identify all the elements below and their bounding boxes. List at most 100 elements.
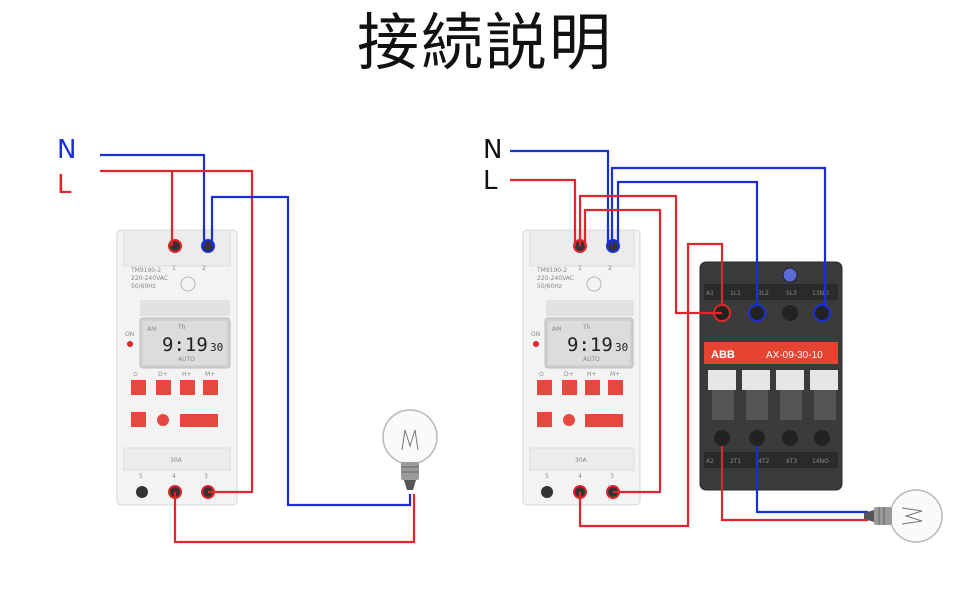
- day-plus-button[interactable]: [156, 380, 171, 395]
- bottom-term-2t1: 2T1: [730, 458, 741, 465]
- right-diagram: N L TM9190-2 220-240VAC 50/60Hz 1 2 ON A…: [483, 135, 943, 543]
- timer-terminal-5: 5: [139, 473, 143, 480]
- live-label: L: [57, 170, 72, 200]
- clock-button[interactable]: [537, 412, 552, 427]
- live-to-terminal-3-wire: [100, 169, 254, 494]
- current-rating: 30A: [170, 457, 183, 464]
- bottom-term-14no: 14NO: [812, 458, 829, 465]
- power-button[interactable]: [537, 380, 552, 395]
- contactor-bottom-terminal-2: [749, 430, 765, 446]
- timer-voltage: 220-240VAC: [131, 275, 168, 282]
- contactor-bottom-terminal-4: [814, 430, 830, 446]
- on-indicator-led: [127, 341, 133, 347]
- top-term-3l2: 3L2: [758, 290, 769, 297]
- coil-symbol: [180, 276, 196, 292]
- contactor-indicator: [782, 267, 798, 283]
- bottom-term-a2: A2: [706, 458, 714, 465]
- timer-terminal-1: 1: [578, 265, 582, 272]
- contactor-top-terminal-4: [813, 304, 831, 322]
- on-label: ON: [125, 331, 134, 338]
- neutral-to-timer-wire: [510, 149, 610, 246]
- btn-label-day: D+: [158, 371, 168, 378]
- timer-terminal-2: 2: [608, 265, 612, 272]
- timer-terminal-1: 1: [172, 265, 176, 272]
- btn-label-hour: H+: [182, 371, 192, 378]
- terminal-1-screw: [168, 239, 182, 253]
- neutral-to-lamp-wire: [210, 195, 412, 507]
- coil-symbol: [586, 276, 602, 292]
- contactor-top-terminal-3: [782, 305, 798, 321]
- lcd-ampm: AM: [147, 326, 156, 333]
- timer-switch: TM9190-2 220-240VAC 50/60Hz 1 2 ON AM Th…: [522, 229, 641, 506]
- btn-label-power: ⏻: [539, 371, 544, 378]
- timer-terminal-3: 3: [610, 473, 614, 480]
- btn-label-day: D+: [564, 371, 574, 378]
- top-term-13no: 13NO: [812, 290, 829, 297]
- reset-button[interactable]: [563, 414, 575, 426]
- page-title: 接続説明: [356, 6, 613, 79]
- neutral-to-timer-wire: [100, 153, 206, 246]
- terminal-5-screw: [136, 486, 148, 498]
- current-rating: 30A: [575, 457, 588, 464]
- lcd-mode: AUTO: [583, 356, 600, 363]
- lcd-time: 9:19: [162, 334, 208, 356]
- lcd-time: 9:19: [567, 334, 613, 356]
- btn-label-hour: H+: [587, 371, 597, 378]
- lcd-seconds: 30: [615, 341, 628, 354]
- lcd-day: Th: [177, 324, 186, 331]
- switched-live-to-a1-wire: [578, 242, 724, 528]
- brand-strip: [704, 342, 838, 364]
- minute-plus-button[interactable]: [203, 380, 218, 395]
- neutral-to-contactor-3l2-wire: [616, 180, 759, 305]
- minute-plus-button[interactable]: [608, 380, 623, 395]
- contactor-bottom-terminal-1: [714, 430, 730, 446]
- timer-model: TM9190-2: [536, 267, 567, 274]
- live-label: L: [483, 166, 498, 196]
- lcd-day: Th: [582, 324, 591, 331]
- btn-label-minute: M+: [205, 371, 215, 378]
- lcd-mode: AUTO: [178, 356, 195, 363]
- top-term-5l3: 5L3: [786, 290, 797, 297]
- reset-button[interactable]: [157, 414, 169, 426]
- manual-button[interactable]: [585, 414, 623, 427]
- brand-name: ABB: [711, 349, 735, 361]
- contactor-model: AX-09-30-10: [766, 350, 823, 361]
- left-wires: [100, 153, 416, 544]
- manual-button[interactable]: [180, 414, 218, 427]
- timer-terminal-4: 4: [578, 473, 582, 480]
- contactor: A1 1L1 3L2 5L3 13NO ABB AX-09-30-10: [699, 261, 843, 491]
- timer-terminal-4: 4: [172, 473, 176, 480]
- neutral-label: N: [483, 135, 502, 165]
- switched-live-to-lamp-wire: [173, 492, 416, 544]
- top-term-1l1: 1L1: [730, 290, 741, 297]
- live-to-terminal-1-wire: [510, 178, 577, 246]
- light-bulb-icon: [382, 409, 438, 490]
- timer-frequency: 50/60Hz: [537, 283, 562, 290]
- on-label: ON: [531, 331, 540, 338]
- load-neutral-to-lamp-wire: [755, 446, 868, 514]
- left-diagram: N L TM9190-2 220-240VAC 50/60Hz 1 2 ON A…: [57, 135, 438, 544]
- load-live-to-lamp-wire: [720, 446, 868, 522]
- hour-plus-button[interactable]: [180, 380, 195, 395]
- lcd-screen: [548, 321, 630, 365]
- clock-button[interactable]: [131, 412, 146, 427]
- lcd-seconds: 30: [210, 341, 223, 354]
- terminal-5-screw: [541, 486, 553, 498]
- on-indicator-led: [533, 341, 539, 347]
- contactor-bottom-terminal-3: [782, 430, 798, 446]
- day-plus-button[interactable]: [562, 380, 577, 395]
- timer-terminal-3: 3: [204, 473, 208, 480]
- light-bulb-icon: [864, 489, 943, 543]
- live-to-terminal-3-wire: [583, 208, 662, 494]
- timer-terminal-2: 2: [202, 265, 206, 272]
- power-button[interactable]: [131, 380, 146, 395]
- btn-label-minute: M+: [610, 371, 620, 378]
- neutral-to-contactor-13-wire: [610, 166, 827, 305]
- live-to-contactor-1l1-wire: [578, 194, 722, 315]
- hour-plus-button[interactable]: [585, 380, 600, 395]
- timer-terminal-5: 5: [545, 473, 549, 480]
- timer-voltage: 220-240VAC: [537, 275, 574, 282]
- btn-label-power: ⏻: [133, 371, 138, 378]
- right-wires: [510, 149, 868, 528]
